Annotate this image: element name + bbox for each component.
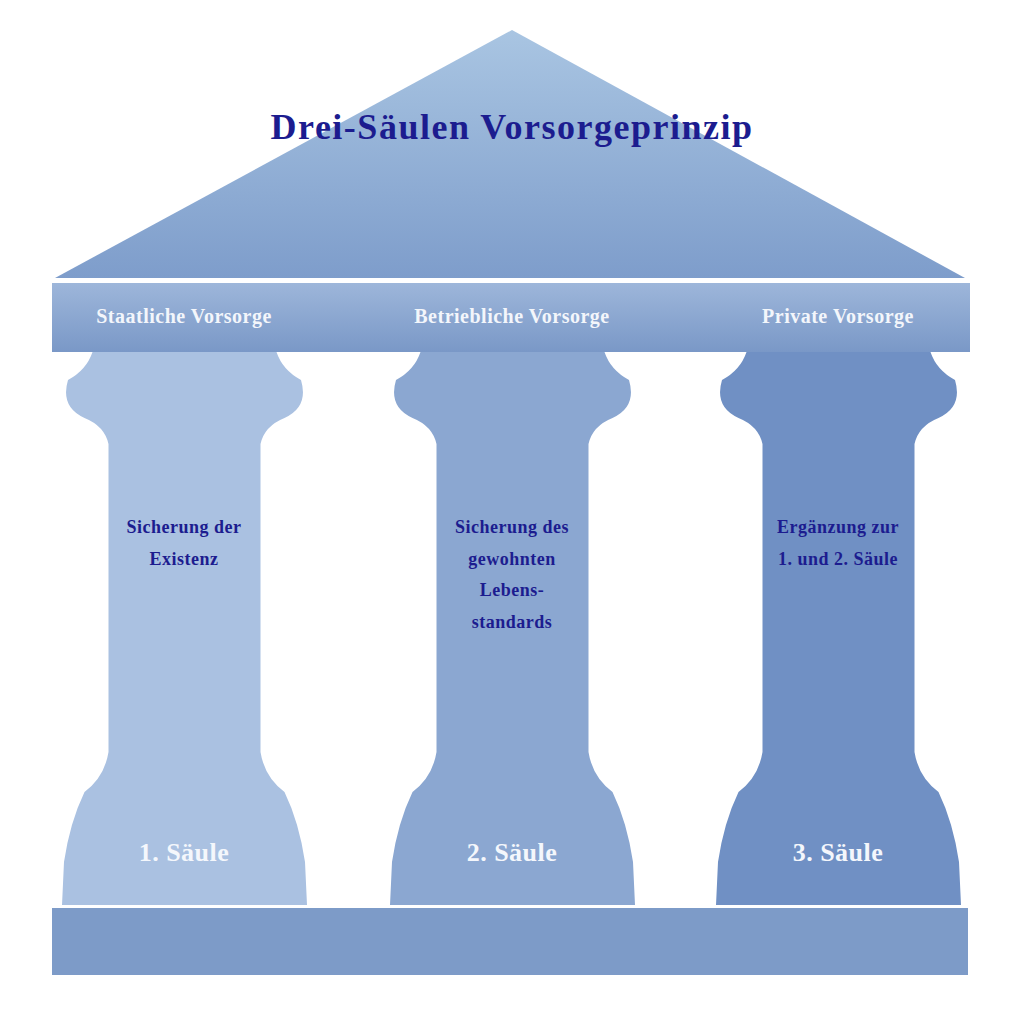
pillar-heading: Betriebliche Vorsorge xyxy=(412,303,612,330)
plinth xyxy=(52,908,968,975)
pillar-heading: Staatliche Vorsorge xyxy=(84,303,284,330)
pillar-shape xyxy=(716,352,961,905)
pillar-description: Sicherung der Existenz xyxy=(119,512,249,575)
pillar-shape xyxy=(62,352,307,905)
pillar-description: Ergänzung zur 1. und 2. Säule xyxy=(773,512,903,575)
pillar: Betriebliche VorsorgeSicherung des gewoh… xyxy=(390,352,635,905)
pillar-number: 3. Säule xyxy=(738,833,938,872)
pillar-number: 2. Säule xyxy=(412,833,612,872)
pillar-number: 1. Säule xyxy=(84,833,284,872)
pillar: Staatliche VorsorgeSicherung der Existen… xyxy=(62,352,307,905)
pillar: Private VorsorgeErgänzung zur 1. und 2. … xyxy=(716,352,961,905)
diagram-title: Drei-Säulen Vorsorgeprinzip xyxy=(262,105,762,150)
roof xyxy=(55,30,965,278)
pillar-heading: Private Vorsorge xyxy=(738,303,938,330)
pillar-description: Sicherung des gewohnten Lebens- standard… xyxy=(447,512,577,638)
architrave xyxy=(52,283,970,352)
